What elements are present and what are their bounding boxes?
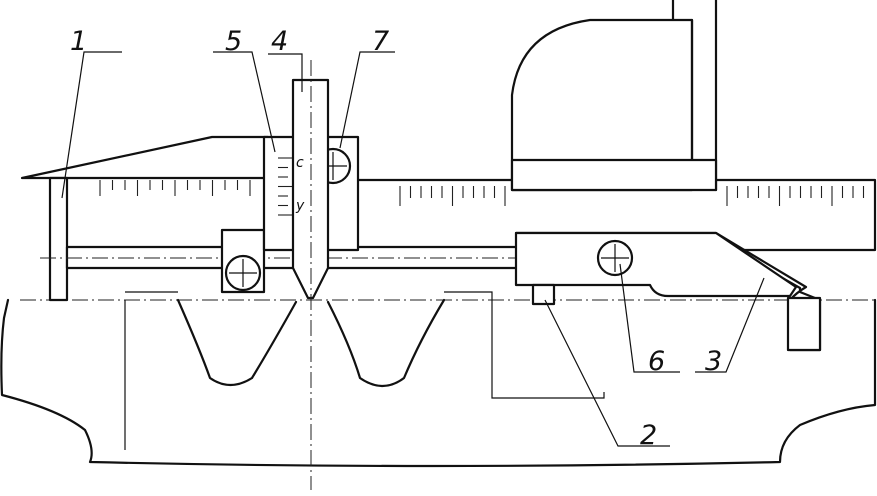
scale-mark-y: у: [295, 198, 305, 214]
label-part-7: 7: [372, 26, 389, 57]
label-part-1: 1: [70, 26, 87, 57]
vernier-scale-ticks: [278, 157, 294, 216]
measuring-tip: [291, 60, 330, 490]
right-jaw: [514, 231, 822, 352]
label-part-6: 6: [648, 346, 665, 377]
vertical-slider-head: [510, 0, 718, 192]
label-part-5: 5: [225, 26, 242, 57]
rod-clamp: [220, 228, 266, 294]
beam-scale-ticks: [399, 186, 865, 206]
label-part-2: 2: [640, 420, 657, 451]
scale-mark-c: с: [296, 155, 304, 171]
label-part-4: 4: [271, 26, 288, 57]
leader-lines: [61, 51, 765, 447]
gear-body: [0, 291, 877, 468]
left-jaw: [20, 135, 270, 302]
label-part-3: 3: [705, 346, 722, 377]
jaw-scale-ticks: [99, 180, 251, 196]
